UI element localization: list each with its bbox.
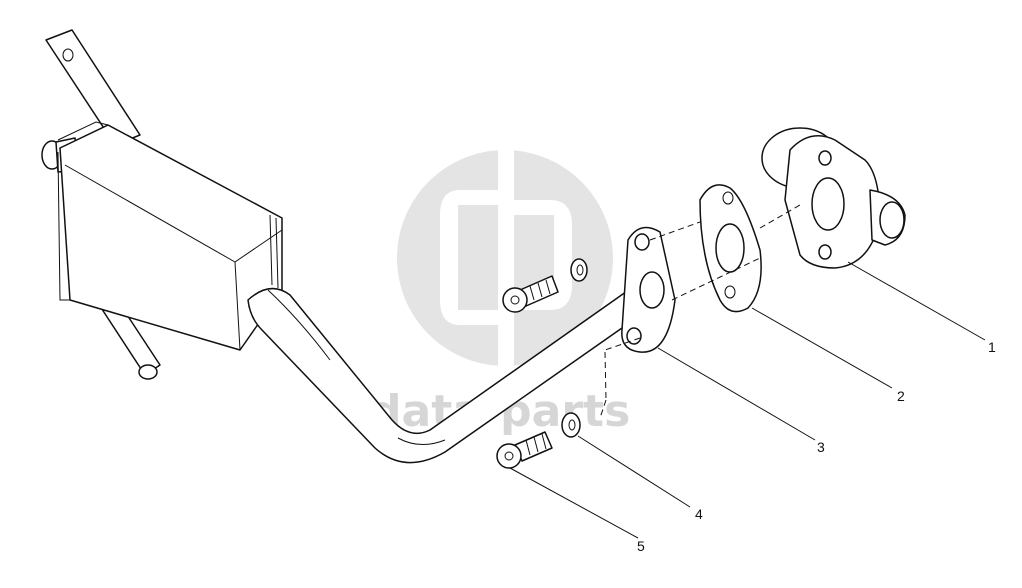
leader-lines bbox=[509, 261, 986, 539]
callout-label-1: 1 bbox=[988, 339, 996, 355]
callout-label-3: 3 bbox=[817, 439, 825, 455]
pipe-flange bbox=[621, 226, 676, 353]
exhaust-pipe bbox=[247, 281, 663, 464]
callout-label-4: 4 bbox=[695, 506, 703, 522]
lower-bolt bbox=[496, 431, 553, 469]
upper-bolt bbox=[502, 275, 559, 313]
upper-washer bbox=[570, 258, 588, 282]
callout-label-2: 2 bbox=[897, 388, 905, 404]
alignment-lines bbox=[599, 204, 801, 419]
callout-label-5: 5 bbox=[637, 538, 645, 554]
elbow-fitting bbox=[761, 127, 906, 269]
gasket bbox=[699, 184, 762, 313]
lower-washer bbox=[561, 412, 581, 438]
silencer-body bbox=[41, 121, 283, 351]
